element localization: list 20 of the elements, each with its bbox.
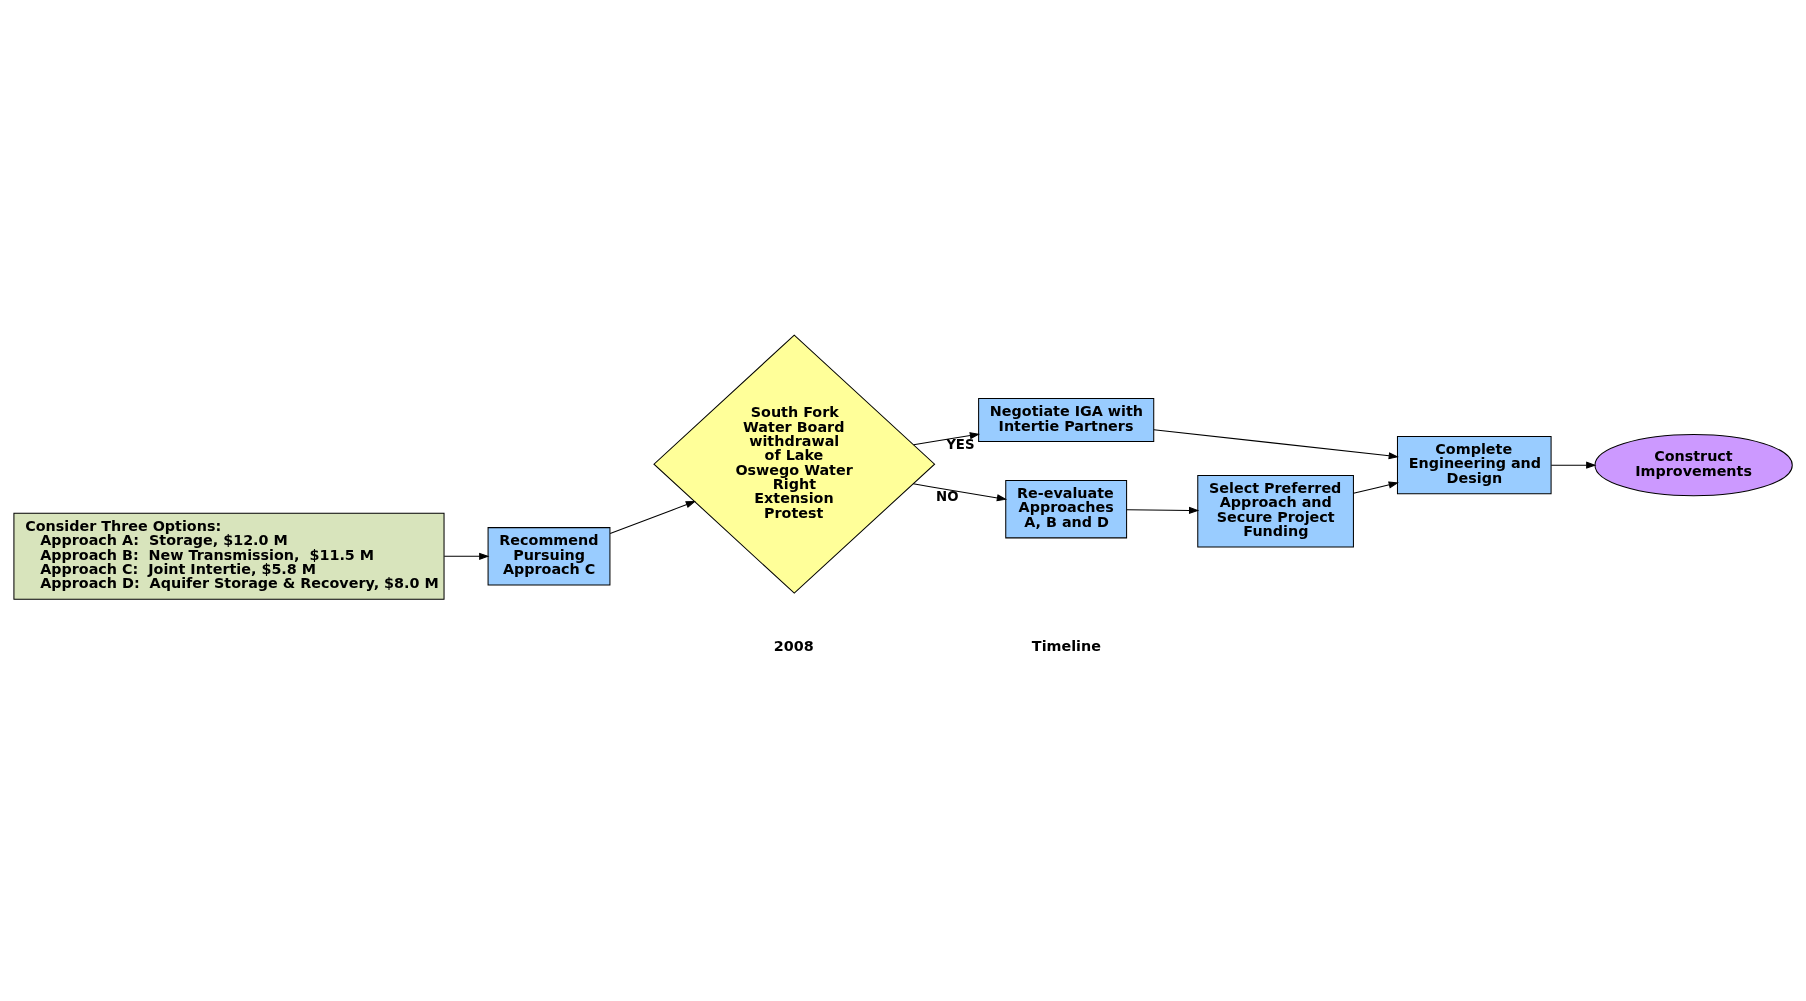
edge-label: NO [936, 488, 959, 504]
edge-label: YES [946, 436, 975, 452]
node-ellipse: Construct Improvements [1594, 433, 1793, 496]
node-diamond: South Fork Water Board withdrawal of Lake Oswego Water Right Extension Protest [653, 333, 936, 594]
arrow [609, 500, 696, 534]
node-box: Consider Three Options: Approach A: Storage, $12.0 M Approach B: New Transmission, $11.5 M Approach C: Joint Intertie, $5.8 M Approach D: Aquifer Storage & Recovery, $8.0 M [13, 512, 445, 600]
node-box: Negotiate IGA with Intertie Partners [978, 397, 1155, 442]
arrow [1353, 480, 1399, 494]
arrow [1126, 506, 1200, 514]
arrow [1550, 461, 1597, 469]
node-box: Re-evaluate Approaches A, B and D [1005, 479, 1128, 538]
label: 2008 [773, 637, 814, 654]
node-box: Recommend Pursuing Approach C [487, 526, 611, 585]
node-box: Select Preferred Approach and Secure Project Funding [1197, 474, 1354, 548]
label: Timeline [1031, 637, 1101, 654]
node-box: Complete Engineering and Design [1396, 435, 1552, 494]
arrow [1153, 428, 1399, 459]
arrow [912, 482, 1008, 501]
arrow [913, 431, 981, 445]
arrow [443, 552, 490, 560]
